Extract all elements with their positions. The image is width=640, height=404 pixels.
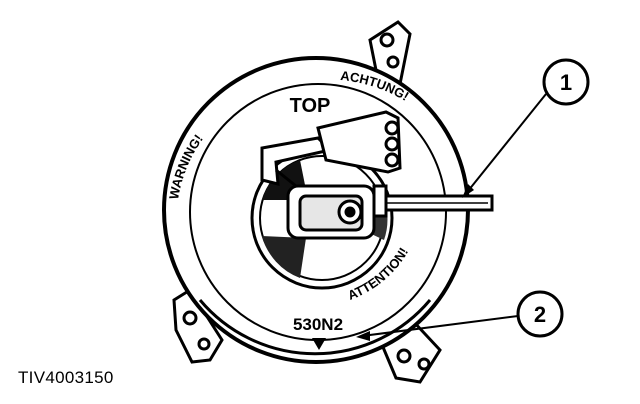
- callout-2-number: 2: [534, 302, 546, 327]
- connector-block: [286, 184, 376, 240]
- callout-1: 1: [462, 58, 590, 198]
- alignment-arrow-icon: [312, 338, 326, 350]
- wiring-pigtail: [260, 110, 402, 188]
- part-code-label: 530N2: [293, 315, 343, 334]
- callout-2: 2: [356, 290, 564, 341]
- locking-pin: [372, 184, 494, 218]
- figure-id: TIV4003150: [18, 368, 114, 387]
- housing-rim: [198, 299, 432, 356]
- top-label: TOP: [290, 95, 331, 117]
- callout-1-number: 1: [560, 70, 572, 95]
